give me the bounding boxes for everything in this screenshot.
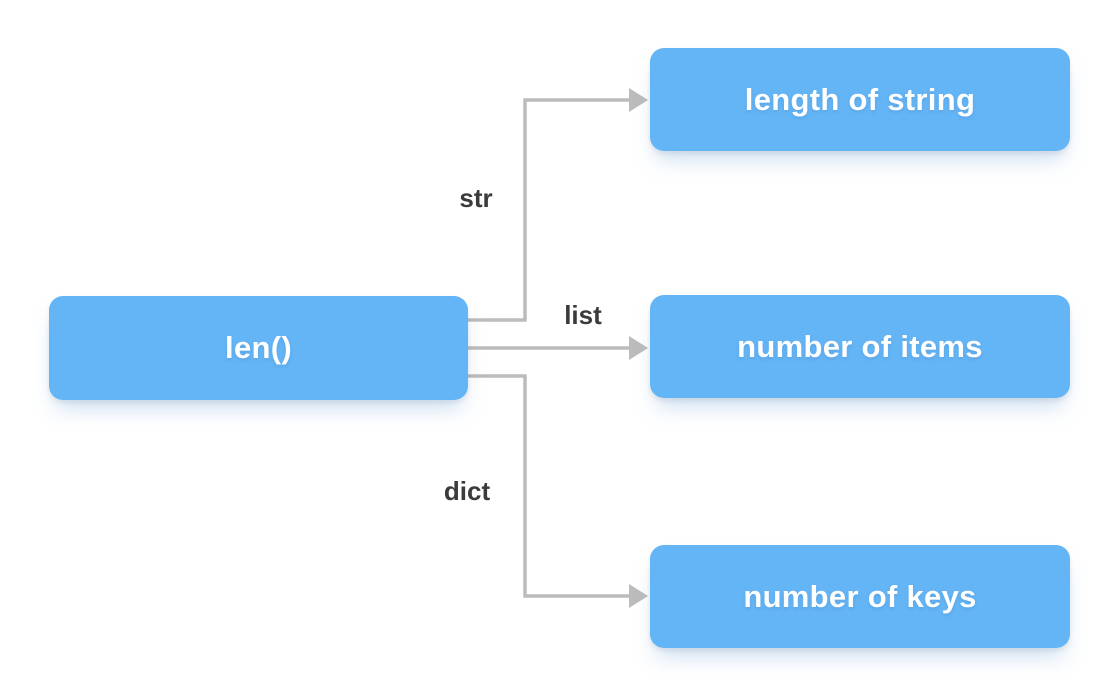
node-len-label: len() [225,330,292,365]
node-number-of-keys: number of keys [650,545,1070,648]
edge-str-arrowhead-icon [629,88,648,112]
node-length-of-string-label: length of string [744,81,976,117]
node-length-of-string: length of string [650,48,1070,151]
edge-label-list: list [564,300,602,330]
node-number-of-keys-label: number of keys [743,578,977,614]
edge-label-dict: dict [443,476,491,506]
edge-dict-line [468,374,629,598]
edge-label-str: str [459,183,493,213]
node-len: len() [49,296,468,400]
node-number-of-items-label: number of items [737,328,983,364]
edge-str-line [468,98,629,322]
node-number-of-items: number of items [650,295,1070,398]
edge-dict-arrowhead-icon [629,584,648,608]
edge-list-arrowhead-icon [629,336,648,360]
